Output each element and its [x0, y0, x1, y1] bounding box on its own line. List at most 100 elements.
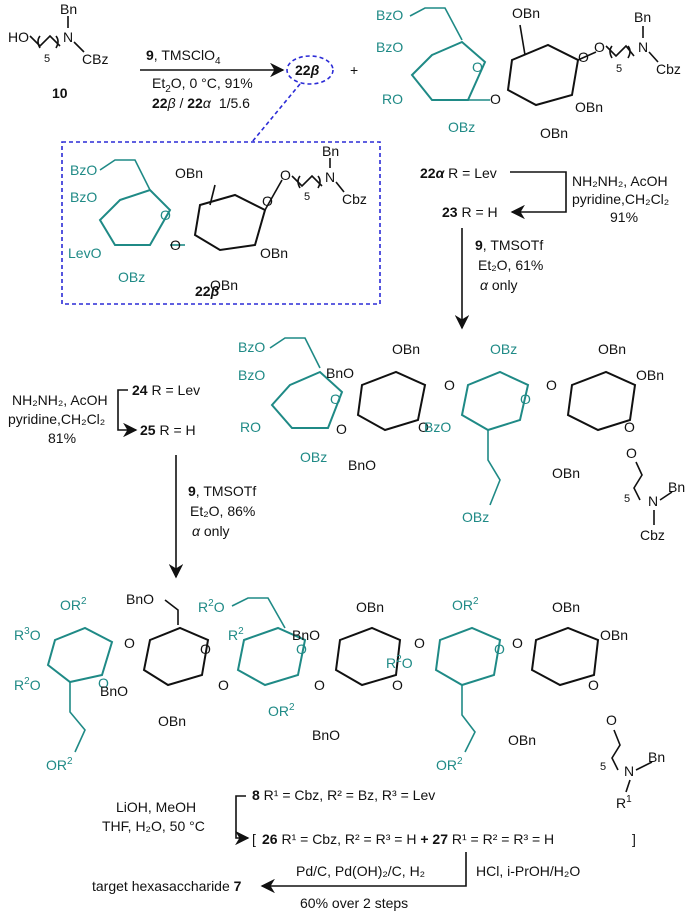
s22a-obn-bottom: OBn [540, 125, 568, 141]
s8-o-link2: O [218, 677, 229, 693]
step7-line2: 60% over 2 steps [300, 895, 408, 911]
s24-o-ring2: O [418, 419, 429, 435]
s8-o-link5: O [512, 635, 523, 651]
step2-line3: 91% [610, 209, 638, 225]
step7: Pd/C, Pd(OH)₂/C, H₂ HCl, i-PrOH/H₂O 60% … [260, 852, 580, 911]
s22a-n: N [638, 39, 648, 55]
step5: 9, TMSOTf Et₂O, 86% α only [168, 455, 256, 579]
s24-obn-bottom: OBn [552, 465, 580, 481]
label-22a: 22α R = Lev [420, 165, 497, 181]
s24-obn-top: OBn [392, 341, 420, 357]
plus-sign: + [350, 62, 358, 78]
s24-cbz: Cbz [640, 527, 665, 543]
step4: NH₂NH₂, AcOH pyridine,CH₂Cl₂ 81% [8, 389, 138, 446]
s24-sub5: 5 [624, 493, 630, 505]
s8-r2-mid: R2 [228, 626, 244, 643]
box-22b-o-link: O [170, 237, 181, 253]
step6-arrow [235, 795, 250, 846]
label-26: 26 R¹ = Cbz, R² = R³ = H + 27 R¹ = R² = … [262, 831, 554, 847]
s8-or2-tail1: OR2 [46, 756, 73, 773]
step7-line1: Pd/C, Pd(OH)₂/C, H₂ [296, 863, 425, 879]
bracket-right: ] [632, 831, 636, 847]
step3-line3: α only [480, 277, 518, 293]
s8-bno-top: BnO [126, 591, 154, 607]
s22a-o-link: O [490, 91, 501, 107]
product-22b-ellipse [286, 55, 334, 85]
structure-24: BzO BzO O RO OBz O BnO OBn O BnO O OBz O… [238, 337, 685, 543]
s24-bn: Bn [668, 479, 685, 495]
s24-bzo-mid: BzO [238, 367, 265, 383]
s8-o-ring4: O [392, 677, 403, 693]
product-22b-callout: 22β + [251, 55, 358, 143]
box-22b-o-ring: O [160, 207, 171, 223]
step2-arrow [510, 171, 567, 220]
s8-r3o: R3O [14, 626, 41, 643]
s22a-obn-top: OBn [512, 5, 540, 21]
product-22b-label: 22β [295, 62, 320, 78]
s22a-bzo-top: BzO [376, 7, 403, 23]
box-22b-bn: Bn [322, 143, 339, 159]
step3-line2: Et₂O, 61% [478, 257, 543, 273]
step3: 9, TMSOTf Et₂O, 61% α only [454, 228, 543, 330]
box-22b-o-ring2: O [262, 193, 273, 209]
s24-bzo-top: BzO [238, 339, 265, 355]
s24-obz-top: OBz [490, 341, 517, 357]
label-24: 24 R = Lev [132, 382, 200, 398]
compound-10-n: N [63, 29, 73, 45]
s24-bzo-lower: BzO [424, 419, 451, 435]
step1-reagent: 9, TMSClO4 [146, 47, 221, 67]
s8-o-anomeric: O [606, 712, 617, 728]
s8-o-ring6: O [588, 677, 599, 693]
step7-arrow [260, 852, 467, 894]
s8-obn-right6: OBn [600, 627, 628, 643]
box-22b-obn-bottom: OBn [210, 277, 238, 293]
step7-line1b: HCl, i-PrOH/H₂O [476, 863, 580, 879]
s22a-o-ring: O [472, 59, 483, 75]
s8-bno-mid: BnO [100, 683, 128, 699]
s8-or2-tail5: OR2 [436, 756, 463, 773]
target-label: target hexasaccharide 7 [92, 878, 242, 894]
step5-line1: 9, TMSOTf [188, 483, 256, 499]
s24-o-ring3: O [520, 391, 531, 407]
step4-line3: 81% [48, 430, 76, 446]
label-8: 8 R¹ = Cbz, R² = Bz, R³ = Lev [252, 787, 435, 803]
box-22b-cbz: Cbz [342, 191, 367, 207]
box-22b-o-anomeric: O [280, 167, 291, 183]
step2: NH₂NH₂, AcOH pyridine,CH₂Cl₂ 91% [510, 171, 669, 225]
step4-arrow [117, 389, 138, 438]
box-22b-bzo-top: BzO [70, 162, 97, 178]
s8-r2o-top: R2O [198, 598, 225, 615]
s24-ro: RO [240, 419, 261, 435]
s22a-o-anomeric: O [594, 39, 605, 55]
s8-bno-bottom4: BnO [312, 727, 340, 743]
s24-obn-top2: OBn [598, 341, 626, 357]
bracket-left: [ [252, 831, 256, 847]
s8-o-link3: O [314, 677, 325, 693]
s8-r2o-ring5: R2O [386, 654, 413, 671]
s22a-ro: RO [382, 91, 403, 107]
s24-o-anomeric: O [626, 445, 637, 461]
box-22b: BzO BzO LevO OBz O O OBn O OBn OBn O 5 N… [61, 141, 381, 305]
compound-10-number: 10 [52, 85, 68, 101]
step4-line1: NH₂NH₂, AcOH [12, 392, 108, 408]
s22a-obn-right: OBn [575, 99, 603, 115]
s24-obz: OBz [300, 449, 327, 465]
s24-obn-right: OBn [636, 367, 664, 383]
s8-bno-ring4: BnO [292, 627, 320, 643]
s8-o-ring2: O [200, 641, 211, 657]
s8-o-link4: O [414, 635, 425, 651]
box-22b-sub5: 5 [304, 191, 310, 203]
s22a-bzo-mid: BzO [376, 39, 403, 55]
s8-o-ring1: O [98, 675, 109, 691]
box-22b-obn-top: OBn [175, 165, 203, 181]
step4-line2: pyridine,CH₂Cl₂ [8, 411, 105, 427]
s8-or2-top5: OR2 [452, 596, 479, 613]
s8-obn-top4: OBn [356, 599, 384, 615]
s8-or2-bottom3: OR2 [268, 702, 295, 719]
label-23: 23 R = H [442, 204, 498, 220]
box-22b-label: 22β [195, 283, 220, 299]
compound-10-bn: Bn [60, 1, 77, 17]
compound-10-ho: HO [8, 29, 29, 45]
s8-bn: Bn [648, 749, 665, 765]
